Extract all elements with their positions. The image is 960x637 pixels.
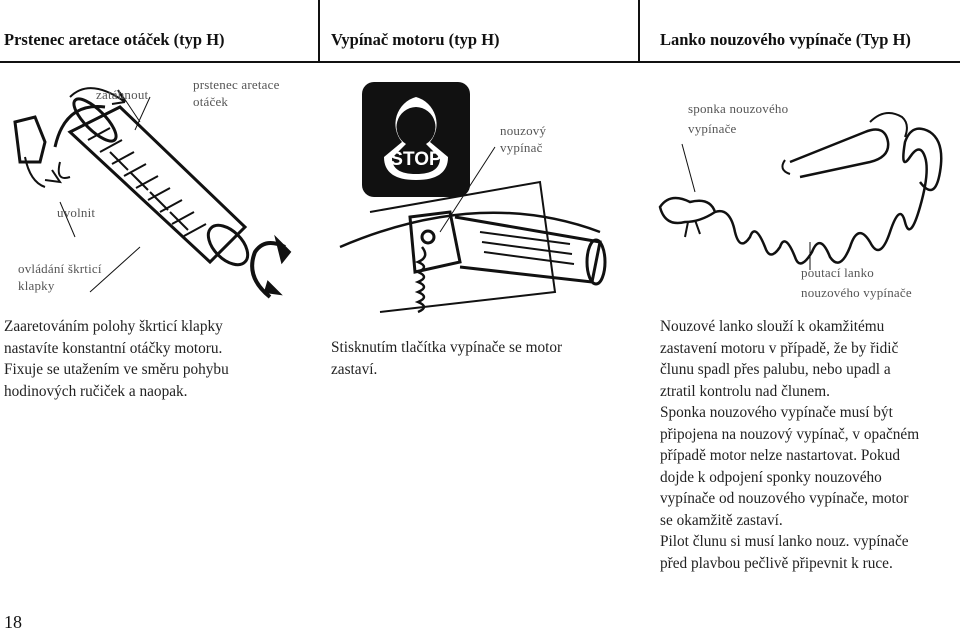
text-col3-line: dojde k odpojení sponky nouzového (660, 468, 882, 486)
text-col2-line: Stisknutím tlačítka vypínače se motor (331, 339, 563, 356)
column-divider-2 (638, 0, 640, 62)
page-number: 18 (4, 612, 22, 632)
label-loosen: uvolnit (57, 205, 96, 220)
text-col3-line: člunu spadl přes palubu, nebo upadl a (660, 361, 891, 378)
column-divider-1 (318, 0, 320, 62)
text-col3-line: Pilot člunu si musí lanko nouz. vypínače (660, 533, 909, 550)
label-clip-line1: sponka nouzového (688, 101, 789, 116)
text-col1-line: Fixuje se utažením ve směru pohybu (4, 361, 229, 378)
text-col3-line: připojena na nouzový vypínač, v opačném (660, 425, 920, 443)
label-lanyard-line1: poutací lanko (801, 265, 874, 280)
text-col1-line: nastavíte konstantní otáčky motoru. (4, 339, 223, 357)
text-col2-line: zastaví. (331, 360, 378, 378)
header-col3: Lanko nouzového vypínače (Typ H) (660, 30, 911, 49)
text-col3-line: zastavení motoru v případě, že by řidič (660, 339, 899, 357)
throttle-grip-illustration (13, 87, 292, 299)
label-ring-line1: prstenec aretace (193, 77, 280, 92)
label-throttle-line2: klapky (18, 278, 55, 293)
text-col2: Stisknutím tlačítka vypínače se motor za… (331, 337, 631, 380)
text-col3: Nouzové lanko slouží k okamžitému zastav… (660, 316, 960, 574)
label-tighten: zatáhnout (96, 87, 149, 102)
label-switch-line1: nouzový (500, 123, 547, 138)
text-col3-line: ztratil kontrolu nad člunem. (660, 382, 830, 400)
label-clip-line2: vypínače (688, 121, 737, 136)
lanyard-illustration (658, 112, 943, 270)
text-col3-line: případě motor nelze nastartovat. Pokud (660, 447, 901, 464)
text-col3-line: před plavbou pečlivě připevnit k ruce. (660, 554, 893, 572)
text-col1: Zaaretováním polohy škrticí klapky nasta… (4, 316, 304, 402)
text-col1-line: hodinových ručiček a naopak. (4, 382, 188, 400)
label-switch-line2: vypínač (500, 140, 543, 155)
header-col1: Prstenec aretace otáček (typ H) (4, 30, 225, 49)
label-lanyard-line2: nouzového vypínače (801, 285, 912, 300)
text-col3-line: Nouzové lanko slouží k okamžitému (660, 318, 885, 335)
header-rule (0, 61, 960, 63)
header-col2: Vypínač motoru (typ H) (331, 30, 500, 49)
text-col1-line: Zaaretováním polohy škrticí klapky (4, 318, 223, 335)
text-col3-line: se okamžitě zastaví. (660, 511, 783, 529)
text-col3-line: Sponka nouzového vypínače musí být (660, 404, 893, 421)
header-band (0, 0, 960, 63)
label-ring-line2: otáček (193, 94, 229, 109)
label-throttle-line1: ovládání škrticí (18, 261, 102, 276)
stop-icon: STOP (390, 149, 442, 170)
text-col3-line: vypínače od nouzového vypínače, motor (660, 490, 909, 507)
stop-switch-illustration: STOP (339, 82, 607, 314)
